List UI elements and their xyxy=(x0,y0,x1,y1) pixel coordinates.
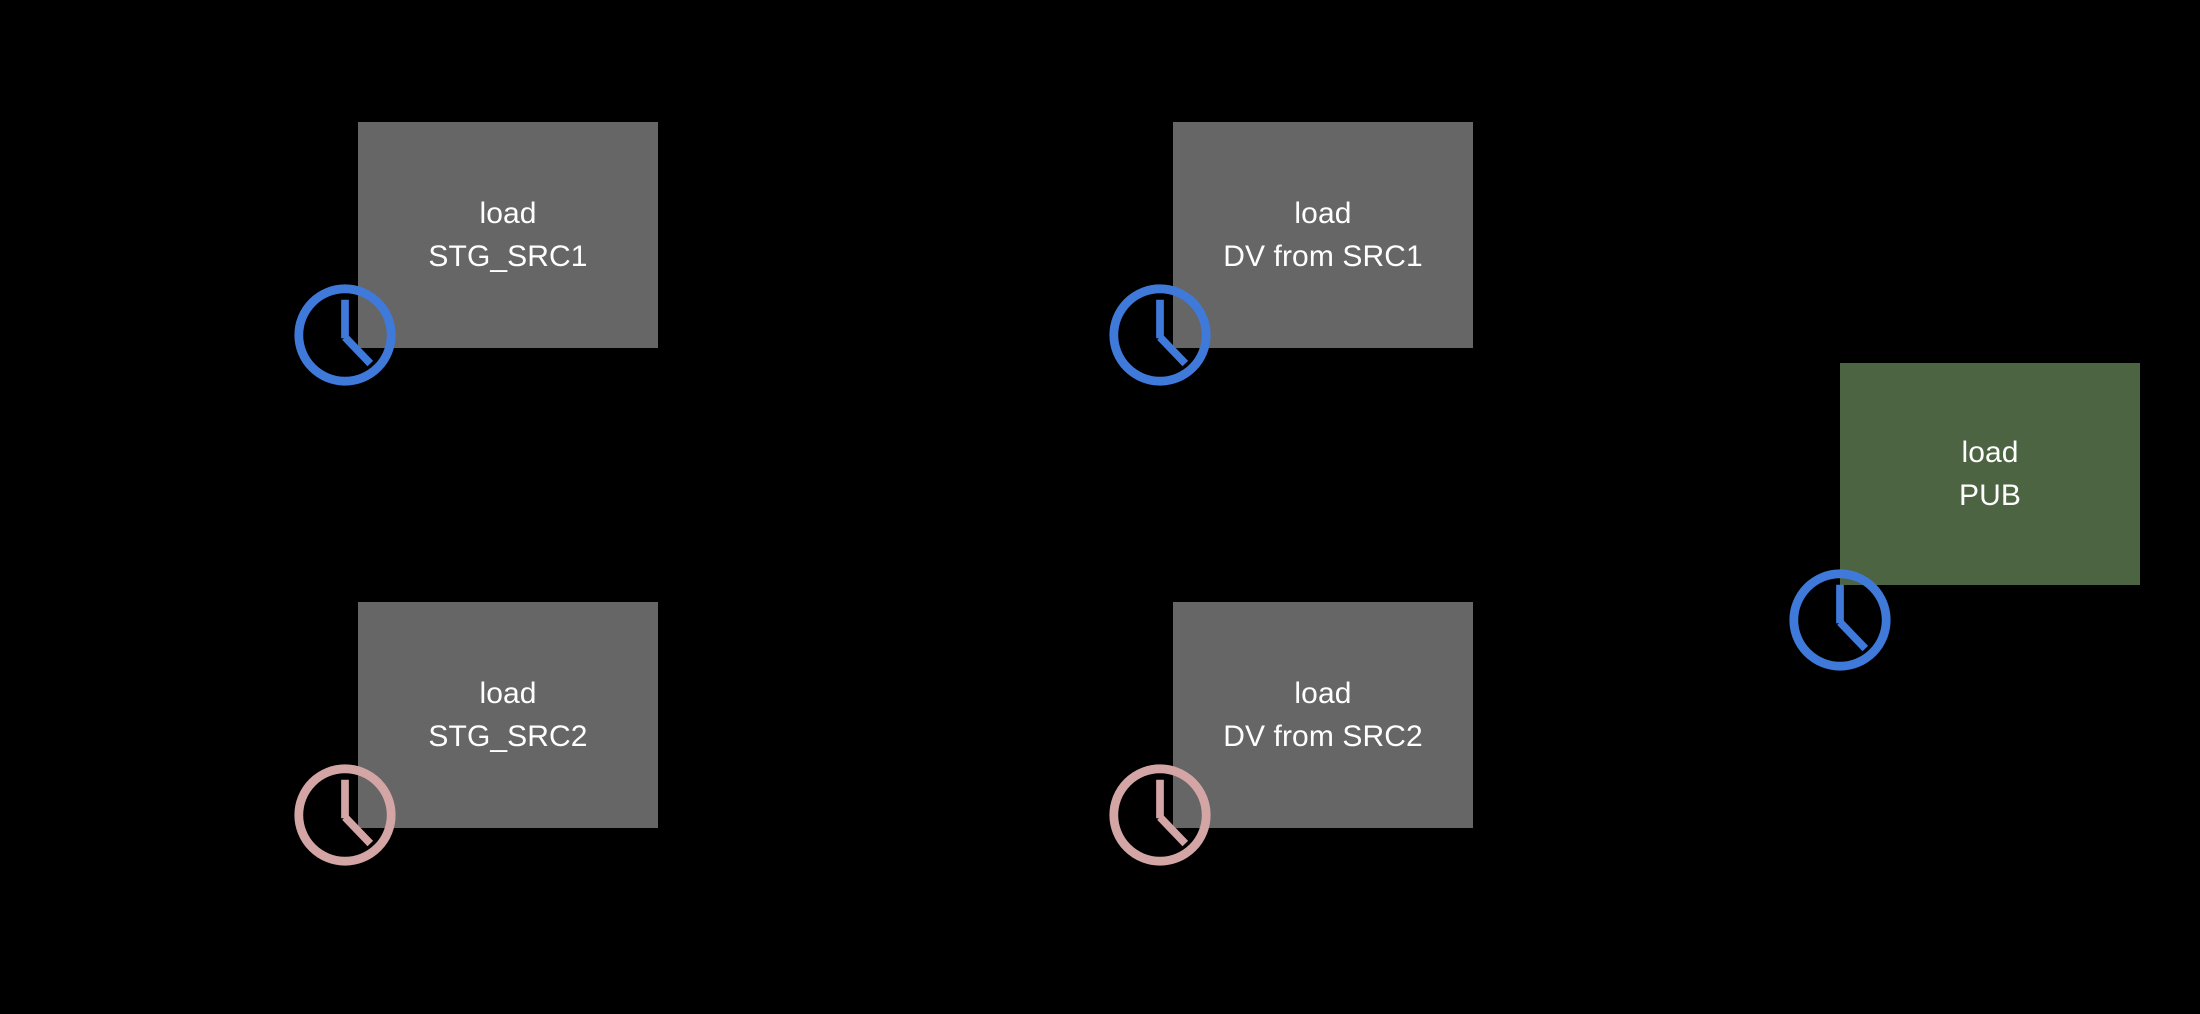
node-label: load DV from SRC2 xyxy=(1223,677,1423,753)
node-load-dv-from-src1[interactable]: load DV from SRC1 xyxy=(1173,122,1473,348)
node-label: load DV from SRC1 xyxy=(1223,197,1423,273)
node-load-stg-src1[interactable]: load STG_SRC1 xyxy=(358,122,658,348)
node-load-stg-src2[interactable]: load STG_SRC2 xyxy=(358,602,658,828)
node-label: load PUB xyxy=(1959,436,2021,512)
node-label: load STG_SRC1 xyxy=(428,197,588,273)
node-label: load STG_SRC2 xyxy=(428,677,588,753)
node-load-pub[interactable]: load PUB xyxy=(1840,363,2140,585)
node-load-dv-from-src2[interactable]: load DV from SRC2 xyxy=(1173,602,1473,828)
